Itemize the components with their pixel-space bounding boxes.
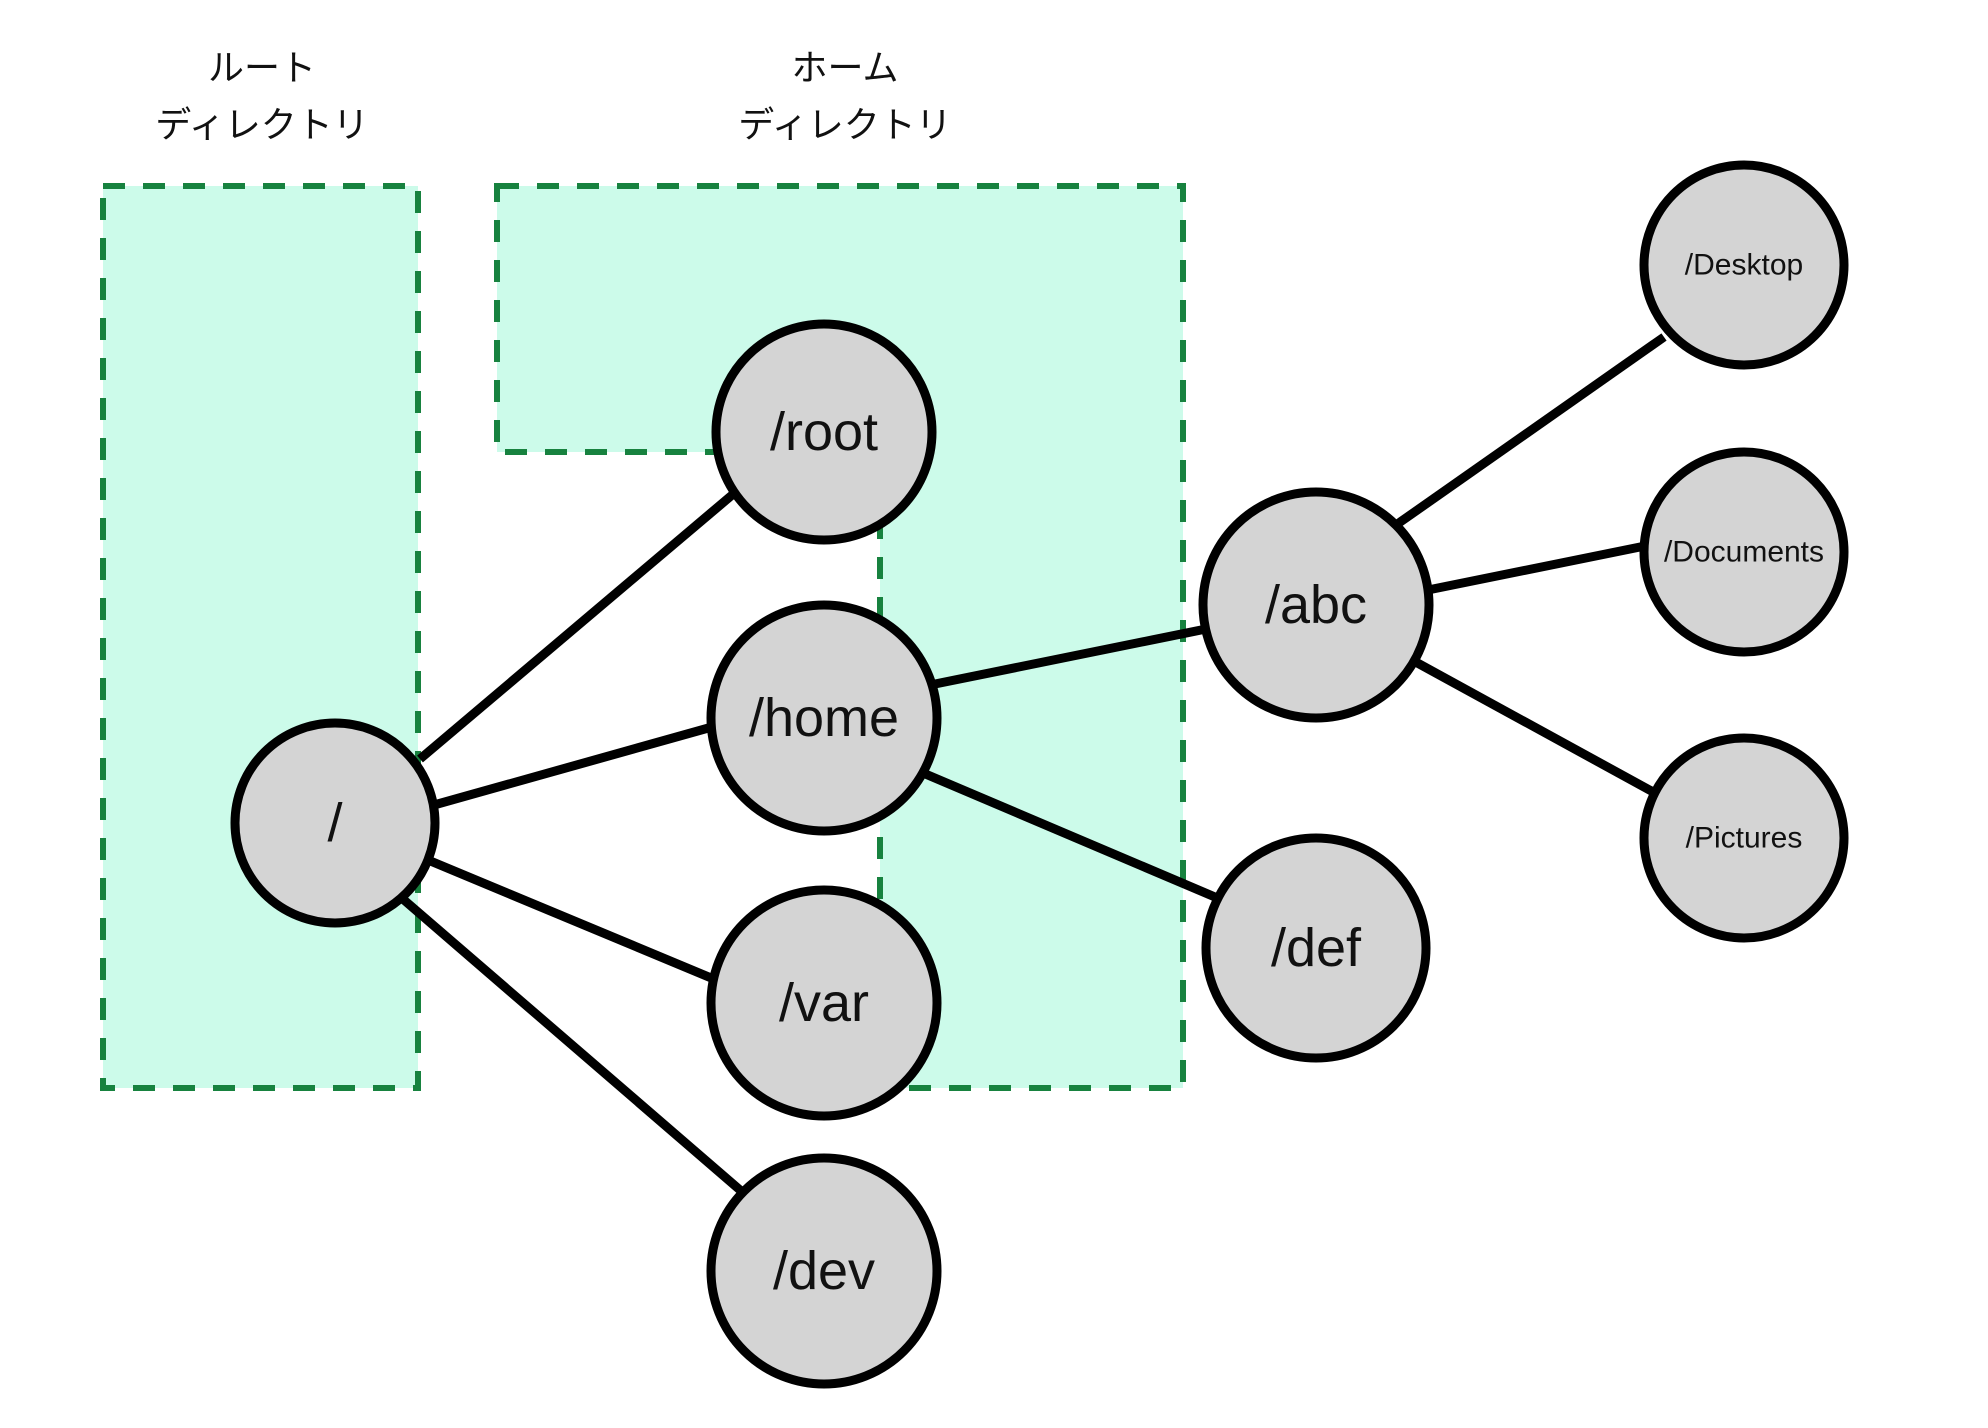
region-labels-layer: ルート ディレクトリ ホーム ディレクトリ [155, 48, 951, 146]
home-directory-label-line1: ホーム [792, 48, 899, 89]
edge-abc-to-pictures [1409, 656, 1658, 797]
node-dev[interactable]: /dev [706, 1153, 942, 1389]
node-root-slash[interactable]: / [230, 718, 440, 928]
node-label-root-dir: /root [770, 402, 878, 462]
region-root-directory [100, 183, 421, 1091]
node-circle-documents[interactable] [1639, 447, 1849, 657]
node-circle-desktop[interactable] [1639, 160, 1849, 370]
node-label-pictures: /Pictures [1686, 822, 1803, 855]
node-label-documents: /Documents [1664, 536, 1824, 569]
edge-home-to-abc [934, 624, 1207, 689]
node-circle-def[interactable] [1201, 833, 1431, 1063]
root-directory-label-line1: ルート [208, 48, 316, 89]
edges-dynamic-layer [401, 333, 1667, 1194]
node-desktop[interactable]: /Desktop [1639, 160, 1849, 370]
node-label-abc: /abc [1265, 575, 1367, 635]
home-directory-label-line2: ディレクトリ [738, 105, 951, 146]
node-root-dir[interactable]: /root [711, 319, 937, 545]
node-circle-root-dir[interactable] [711, 319, 937, 545]
node-documents[interactable]: /Documents [1639, 447, 1849, 657]
edge-root-to-dev [401, 896, 743, 1194]
node-label-def: /def [1271, 918, 1362, 978]
node-abc[interactable]: /abc [1198, 487, 1434, 723]
edge-abc-to-documents [1427, 541, 1646, 595]
edge-root-to-rootdir [417, 486, 741, 763]
node-circle-home[interactable] [706, 600, 942, 836]
edge-root-to-var [426, 855, 718, 985]
node-circle-abc[interactable] [1198, 487, 1434, 723]
node-label-root-slash: / [327, 793, 342, 853]
nodes-layer: / /root/home/var/dev/abc/def/Desktop/Docu… [230, 160, 1849, 1389]
edge-home-to-def [914, 765, 1224, 905]
node-label-var: /var [779, 973, 869, 1033]
edge-root-to-home [432, 722, 714, 810]
node-def[interactable]: /def [1201, 833, 1431, 1063]
node-var[interactable]: /var [706, 885, 942, 1121]
node-circle-pictures[interactable] [1639, 733, 1849, 943]
node-home[interactable]: /home [706, 600, 942, 836]
node-label-dev: /dev [773, 1241, 875, 1301]
root-directory-label-line2: ディレクトリ [155, 105, 368, 146]
node-circle-root-slash[interactable] [230, 718, 440, 928]
node-label-desktop: /Desktop [1685, 249, 1803, 282]
node-circle-dev[interactable] [706, 1153, 942, 1389]
node-circle-var[interactable] [706, 885, 942, 1121]
node-pictures[interactable]: /Pictures [1639, 733, 1849, 943]
edge-abc-to-desktop [1393, 333, 1667, 529]
node-label-home: /home [749, 688, 899, 748]
